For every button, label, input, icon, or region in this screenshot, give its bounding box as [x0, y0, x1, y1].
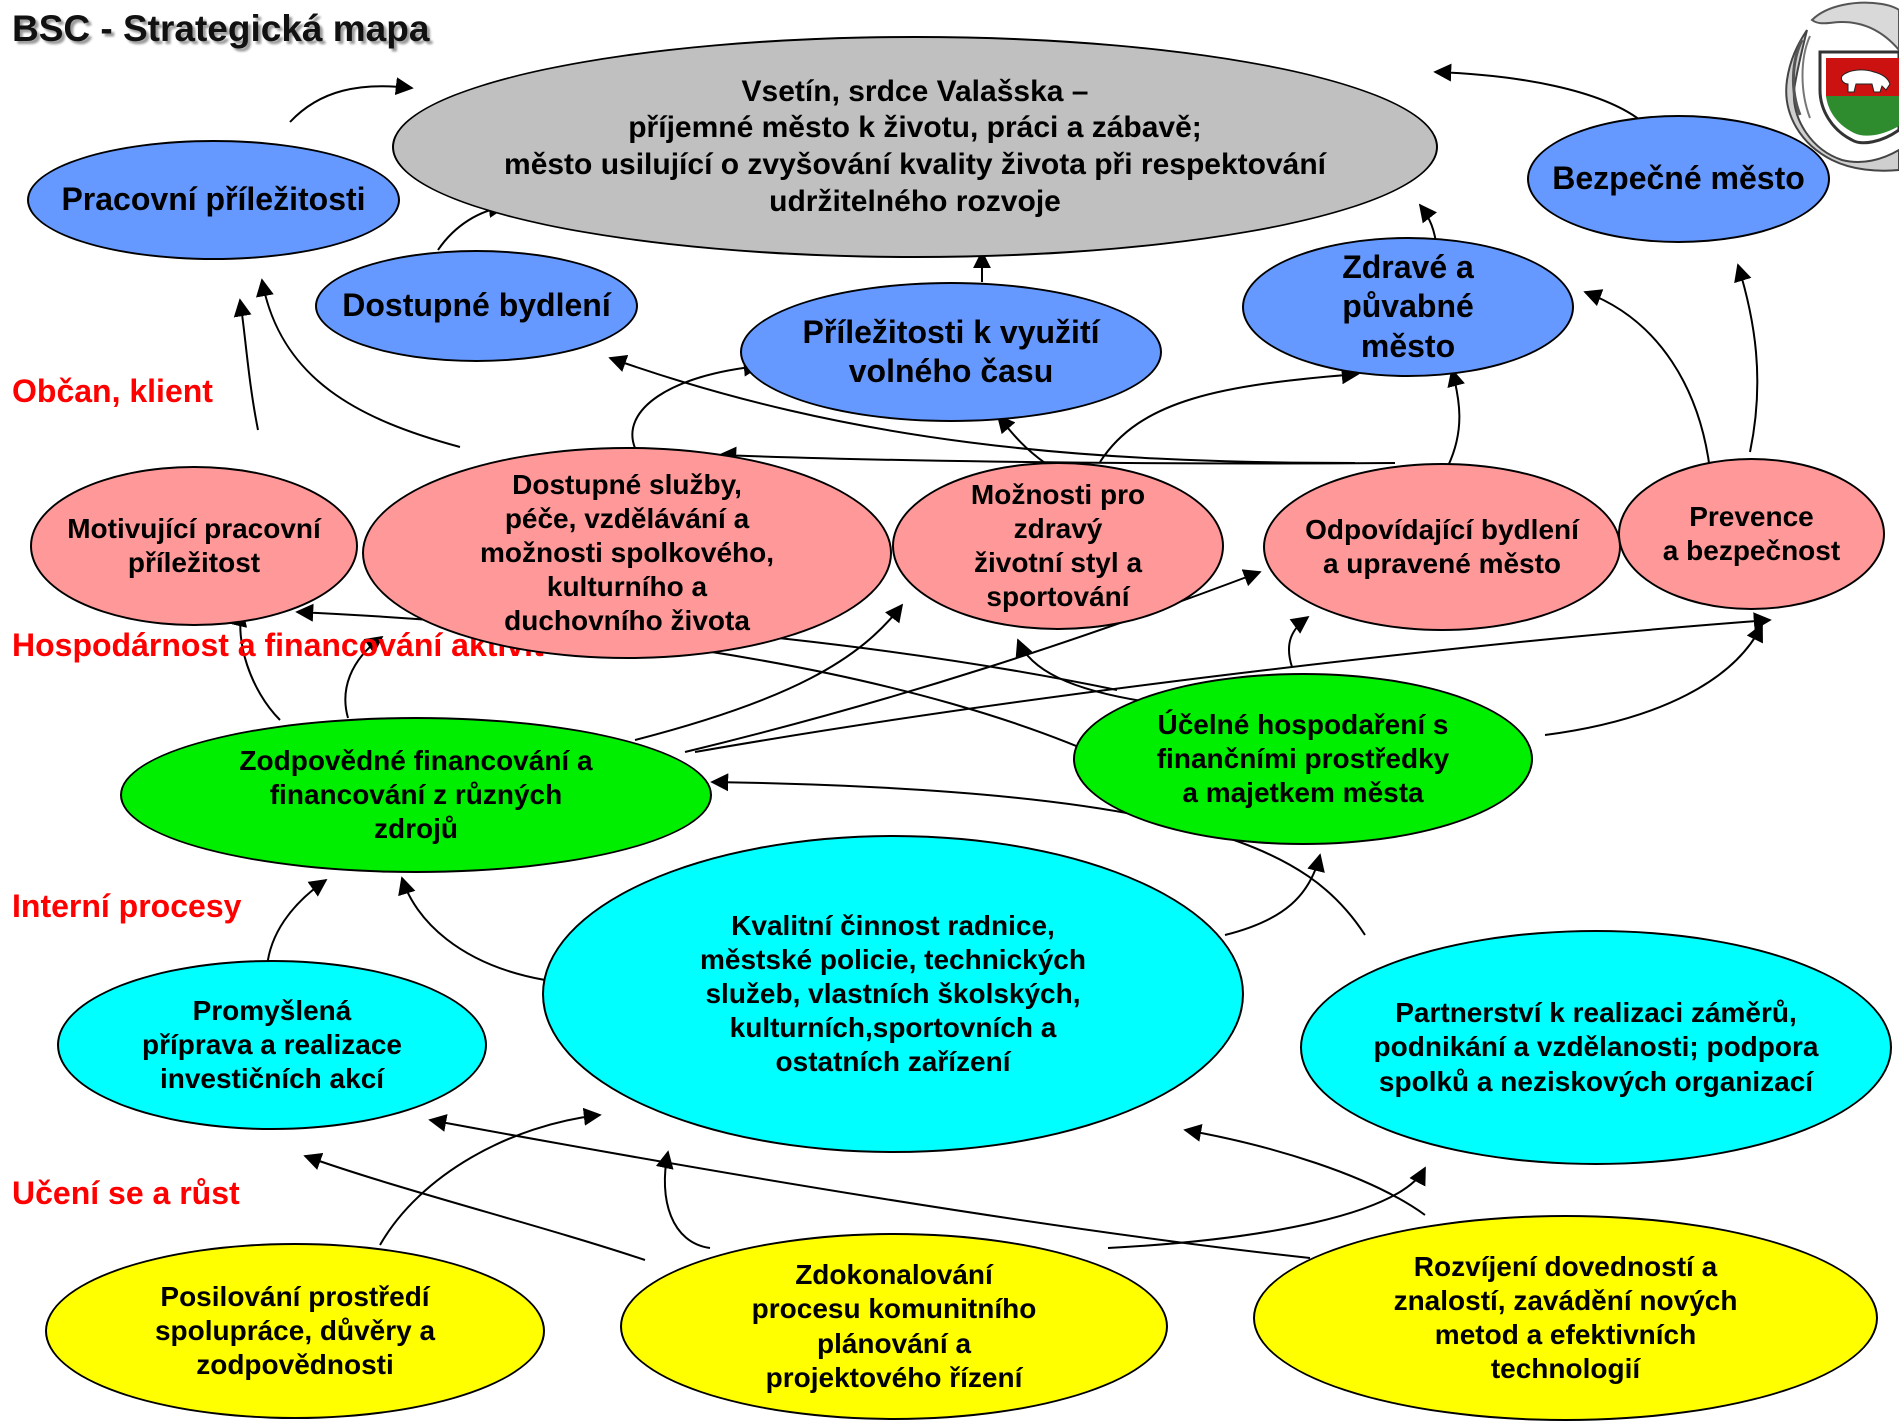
node-dostupne-bydleni: Dostupné bydlení [315, 250, 638, 362]
node-pracovni-prilezitosti: Pracovní příležitosti [27, 140, 400, 260]
arrow [634, 603, 904, 741]
node-dostupne-sluzby: Dostupné služby, péče, vzdělávání a možn… [362, 447, 892, 659]
coat-of-arms-logo [1785, 1, 1899, 172]
arrow [256, 278, 461, 448]
arrow [694, 612, 1772, 753]
arrow [1544, 623, 1763, 736]
arrow [655, 1150, 711, 1249]
node-zdokonalovani: Zdokonalování procesu komunitního plánov… [620, 1233, 1168, 1420]
arrow [1224, 853, 1325, 936]
arrow [266, 878, 328, 968]
arrow [1183, 1123, 1426, 1216]
node-zodpovedne-financovani: Zodpovědné financování a financování z r… [120, 717, 712, 873]
node-bezpecne-mesto: Bezpečné město [1527, 115, 1830, 243]
arrow [398, 876, 546, 981]
arrow [1734, 263, 1759, 453]
arrow [1583, 289, 1711, 471]
node-posilovani: Posilování prostředí spolupráce, důvěry … [45, 1243, 545, 1419]
arrow [233, 298, 259, 431]
arrow [1433, 63, 1641, 121]
arrow [1107, 1166, 1426, 1249]
node-ucelne-hospodareni: Účelné hospodaření s finančními prostřed… [1073, 673, 1533, 845]
layer-label-internal: Interní procesy [12, 888, 242, 924]
node-volny-cas: Příležitosti k využití volného času [740, 282, 1162, 422]
arrow [428, 1114, 1311, 1259]
node-prevence: Prevence a bezpečnost [1618, 458, 1885, 610]
node-zdravy-styl: Možnosti pro zdravý životní styl a sport… [892, 462, 1224, 630]
arrow [303, 1152, 646, 1261]
node-partnerstvi: Partnerství k realizaci záměrů, podnikán… [1300, 930, 1892, 1165]
node-kvalitni-cinnost: Kvalitní činnost radnice, městské polici… [542, 835, 1244, 1153]
vision-ellipse: Vsetín, srdce Valašska – příjemné město … [392, 36, 1438, 258]
arrow [1447, 368, 1465, 467]
page-title: BSC - Strategická mapa [12, 8, 430, 49]
arrow [379, 1107, 602, 1246]
arrow [718, 446, 1396, 465]
node-odpovidajici-bydleni: Odpovídající bydlení a upravené město [1263, 463, 1621, 631]
arrow [344, 635, 384, 719]
node-rozvijeni: Rozvíjení dovedností a znalostí, zaváděn… [1253, 1215, 1878, 1421]
node-zdrave-mesto: Zdravé a půvabné město [1242, 237, 1574, 377]
arrow [1099, 366, 1360, 463]
arrow [996, 414, 1046, 464]
node-promyslena-priprava: Promyšlená příprava a realizace investič… [57, 960, 487, 1130]
arrow [437, 200, 507, 251]
arrow [631, 358, 762, 449]
layer-label-learning: Učení se a růst [12, 1175, 240, 1211]
arrow [1288, 615, 1310, 668]
arrow [608, 354, 1356, 464]
layer-label-citizen: Občan, klient [12, 373, 213, 409]
node-motivujici-prilezitost: Motivující pracovní příležitost [30, 466, 358, 626]
arrow [289, 77, 414, 123]
